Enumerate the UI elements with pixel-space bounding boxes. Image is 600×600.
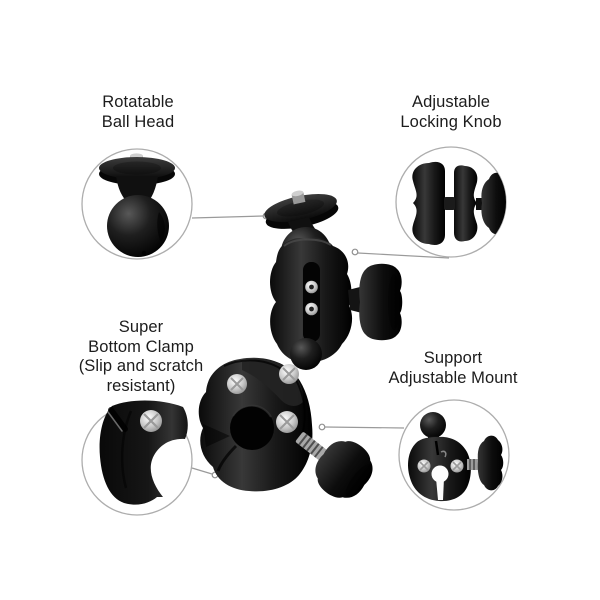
side-locking-knob (348, 263, 403, 341)
clamp-knob (295, 432, 373, 498)
camera-plate (264, 190, 339, 229)
callout-label-super-bottom-clamp: Super Bottom Clamp (Slip and scratch res… (78, 318, 204, 395)
clamp-screws (227, 364, 299, 433)
callout-label-adjustable-locking-knob: Adjustable Locking Knob (400, 93, 502, 131)
bottom-ball (290, 338, 322, 370)
callout-connector-lines (191, 215, 450, 475)
detail-circle-bottom-clamp (81, 400, 193, 516)
detail-circle-ball-head (81, 148, 193, 260)
bottom-clamp (198, 357, 313, 492)
product-photo (198, 190, 403, 498)
arm-slot (303, 262, 320, 342)
callout-label-rotatable-ball-head: Rotatable Ball Head (101, 93, 175, 131)
arm-rim-highlight (283, 238, 332, 247)
callout-label-support-adjustable-mount: Support Adjustable Mount (388, 349, 518, 387)
detail-circle-locking-knob (395, 146, 507, 258)
arm-slot-screws (305, 280, 318, 316)
detail-circle-adjustable-mount (398, 399, 510, 511)
